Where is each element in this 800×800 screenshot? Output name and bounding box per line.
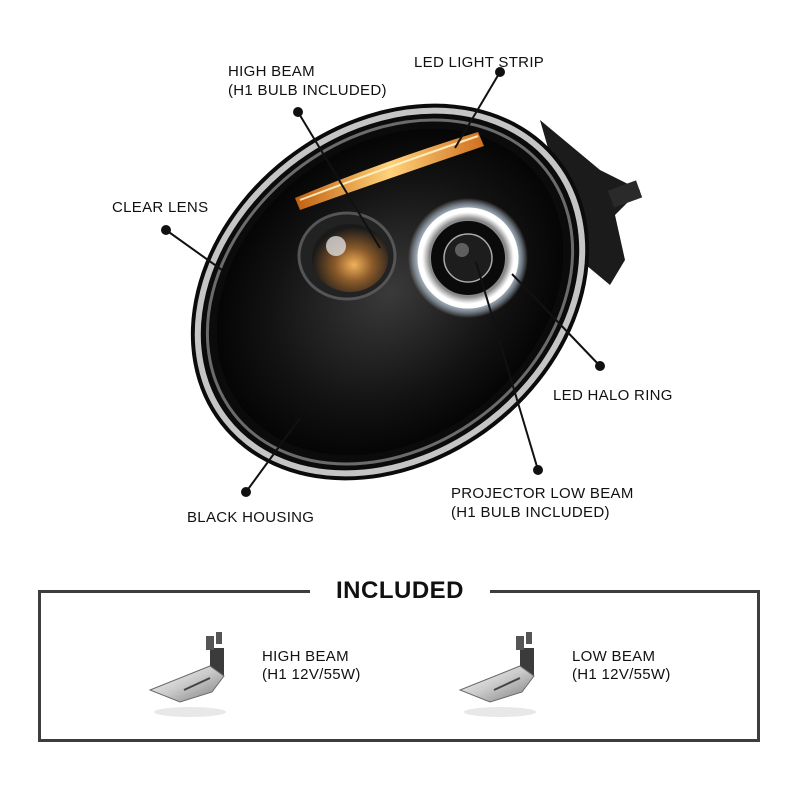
- callout-housing: BLACK HOUSING: [187, 508, 314, 527]
- callout-dot-housing: [241, 487, 251, 497]
- callout-dot-clear-lens: [161, 225, 171, 235]
- callout-line-led-strip: [454, 71, 501, 149]
- callout-projector-line2: (H1 BULB INCLUDED): [451, 504, 610, 521]
- led-light-strip: [295, 132, 484, 210]
- high-beam-reflector: [297, 211, 397, 301]
- callout-led-strip-line1: LED LIGHT STRIP: [414, 54, 545, 71]
- included-item-line2: (H1 12V/55W): [572, 666, 671, 683]
- callout-clear-lens-line1: CLEAR LENS: [112, 199, 209, 216]
- included-item-high-beam: HIGH BEAM (H1 12V/55W): [262, 648, 361, 684]
- included-item-low-beam: LOW BEAM (H1 12V/55W): [572, 648, 671, 684]
- callout-high-beam: HIGH BEAM (H1 BULB INCLUDED): [228, 62, 387, 100]
- included-item-line1: HIGH BEAM: [262, 648, 349, 665]
- callout-line-projector: [475, 261, 539, 471]
- callout-led-strip: LED LIGHT STRIP: [414, 53, 544, 72]
- callout-housing-line1: BLACK HOUSING: [187, 509, 315, 526]
- included-item-line2: (H1 12V/55W): [262, 666, 361, 683]
- callout-high-beam-line2: (H1 BULB INCLUDED): [228, 82, 387, 99]
- callout-high-beam-line1: HIGH BEAM: [228, 63, 315, 80]
- callout-projector: PROJECTOR LOW BEAM (H1 BULB INCLUDED): [451, 484, 634, 522]
- callout-line-housing: [245, 417, 301, 493]
- callout-line-halo: [511, 273, 601, 367]
- projector-low-beam: [408, 198, 528, 318]
- callout-line-high-beam: [297, 111, 381, 249]
- h1-bulb-icon: [148, 632, 226, 717]
- callout-led-halo-line1: LED HALO RING: [553, 387, 673, 404]
- callout-dot-high-beam: [293, 107, 303, 117]
- callout-dot-led-strip: [495, 67, 505, 77]
- rear-connector: [540, 120, 643, 285]
- callout-dot-projector: [533, 465, 543, 475]
- callout-lines: [161, 67, 605, 497]
- callout-projector-line1: PROJECTOR LOW BEAM: [451, 485, 634, 502]
- included-title: INCLUDED: [310, 575, 490, 607]
- h1-bulb-icon: [458, 632, 536, 717]
- included-item-line1: LOW BEAM: [572, 648, 656, 665]
- callout-line-clear-lens: [165, 229, 223, 271]
- callout-led-halo: LED HALO RING: [553, 386, 673, 405]
- callout-dot-halo: [595, 361, 605, 371]
- headlight-housing: [190, 103, 590, 481]
- callout-clear-lens: CLEAR LENS: [112, 198, 208, 217]
